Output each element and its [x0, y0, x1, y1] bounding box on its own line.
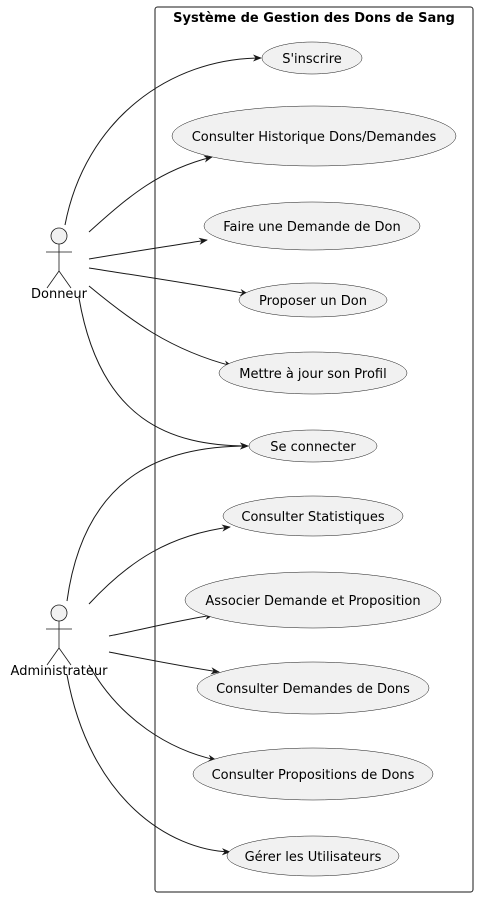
- use-case-statistiques: Consulter Statistiques: [222, 495, 404, 537]
- use-case-propositions: Consulter Propositions de Dons: [192, 747, 434, 801]
- actor-administrateur: Administrateur: [11, 604, 109, 679]
- use-case-label: Mettre à jour son Profil: [239, 367, 387, 382]
- actor-head-icon: [50, 227, 68, 245]
- use-case-ellipse: [196, 661, 430, 715]
- use-case-label: S'inscrire: [282, 52, 342, 67]
- use-case-ellipse: [226, 835, 400, 877]
- use-case-profil: Mettre à jour son Profil: [218, 351, 408, 395]
- associations: [64, 54, 262, 856]
- actor-right-leg: [58, 270, 72, 289]
- use-case-label: Proposer un Don: [259, 294, 367, 309]
- use-case-ellipse: [222, 495, 404, 537]
- use-case-ellipse: [248, 429, 378, 463]
- use-case-ellipse: [203, 201, 421, 251]
- use-case-label: Faire une Demande de Don: [223, 220, 401, 235]
- association-donneur-profil: [88, 285, 233, 368]
- use-case-ellipse: [261, 41, 363, 75]
- association-administrateur-propositions: [88, 664, 217, 762]
- use-case-label: Associer Demande et Proposition: [205, 594, 420, 609]
- use-case-ellipse: [218, 351, 408, 395]
- association-donneur-historique: [88, 155, 213, 233]
- use-case-demandes: Consulter Demandes de Dons: [196, 661, 430, 715]
- system-title: Système de Gestion des Dons de Sang: [173, 11, 455, 26]
- association-administrateur-associer: [108, 612, 214, 637]
- use-case-label: Consulter Historique Dons/Demandes: [192, 130, 437, 145]
- system-boundary: [154, 6, 474, 893]
- actor-right-leg: [58, 647, 72, 666]
- association-donneur-proposer: [88, 267, 249, 297]
- association-administrateur-statistiques: [88, 524, 231, 605]
- use-case-label: Gérer les Utilisateurs: [245, 850, 382, 865]
- actor-label: Donneur: [31, 287, 88, 302]
- association-administrateur-utilisateurs: [66, 674, 231, 856]
- use-case-inscrire: S'inscrire: [261, 41, 363, 75]
- use-case-ellipse: [238, 282, 388, 318]
- association-donneur-demande: [88, 237, 208, 260]
- use-case-label: Consulter Demandes de Dons: [216, 682, 410, 697]
- actor-left-leg: [46, 270, 60, 289]
- association-donneur-inscrire: [64, 54, 262, 226]
- association-administrateur-connecter: [66, 442, 249, 602]
- use-case-label: Se connecter: [270, 440, 356, 455]
- actor-left-leg: [46, 647, 60, 666]
- use-case-label: Consulter Propositions de Dons: [212, 768, 415, 783]
- use-case-associer: Associer Demande et Proposition: [184, 571, 442, 629]
- association-administrateur-demandes: [108, 651, 220, 675]
- use-case-ellipse: [184, 571, 442, 629]
- use-case-proposer: Proposer un Don: [238, 282, 388, 318]
- use-case-ellipse: [171, 105, 457, 167]
- association-donneur-connecter: [78, 297, 249, 450]
- actor-label: Administrateur: [11, 664, 109, 679]
- use-case-utilisateurs: Gérer les Utilisateurs: [226, 835, 400, 877]
- use-case-label: Consulter Statistiques: [241, 510, 384, 525]
- use-case-demande: Faire une Demande de Don: [203, 201, 421, 251]
- use-case-historique: Consulter Historique Dons/Demandes: [171, 105, 457, 167]
- actor-head-icon: [50, 604, 68, 622]
- use-case-connecter: Se connecter: [248, 429, 378, 463]
- actor-donneur: Donneur: [31, 227, 88, 302]
- use-case-ellipse: [192, 747, 434, 801]
